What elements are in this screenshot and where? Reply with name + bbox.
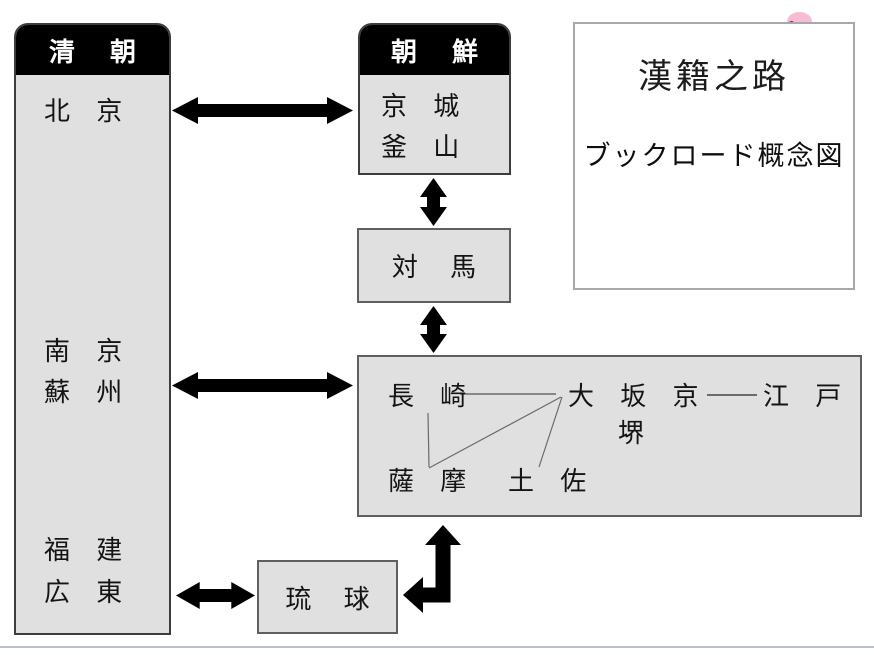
city-label-nanjing: 南 京 <box>44 337 123 367</box>
city-label-tosa: 土 佐 <box>508 467 587 497</box>
diagram-title: 漢籍之路 <box>638 57 790 97</box>
city-label-edo: 江 戸 <box>763 382 842 412</box>
city-label-keijo: 京 城 <box>381 92 460 122</box>
city-label-suzhou: 蘇 州 <box>44 378 123 408</box>
qing-dynasty-box: 清 朝 北 京 南 京 蘇 州 福 建 広 東 <box>14 23 171 635</box>
double-arrow-qing-japan <box>172 372 353 399</box>
elbow-arrow-ryukyu-japan <box>403 525 461 613</box>
double-arrow-korea-tsushima <box>420 178 447 226</box>
japan-box: 長 崎 大 坂 京 江 戸 堺 薩 摩 土 佐 <box>357 355 862 517</box>
city-label-beijing: 北 京 <box>44 97 123 127</box>
city-label-ryukyu: 琉 球 <box>285 584 370 615</box>
double-arrow-qing-korea <box>172 97 353 124</box>
ryukyu-box: 琉 球 <box>257 560 398 634</box>
city-label-guangdong: 広 東 <box>44 578 123 608</box>
tsushima-box: 対 馬 <box>357 228 511 303</box>
city-label-sakai: 堺 <box>618 419 645 449</box>
city-label-fujian: 福 建 <box>44 536 123 566</box>
double-arrow-qing-ryukyu <box>176 582 255 609</box>
footer-divider-line <box>0 646 874 648</box>
diagram-subtitle: ブックロード概念図 <box>583 141 845 172</box>
city-label-nagasaki: 長 崎 <box>388 382 467 412</box>
korea-box: 朝 鮮 京 城 釜 山 <box>358 23 511 175</box>
route-lines <box>427 393 757 469</box>
city-label-tsushima: 対 馬 <box>391 253 477 283</box>
city-label-satsuma: 薩 摩 <box>388 467 467 497</box>
city-label-osaka-kyoto: 大 坂 京 <box>568 382 699 412</box>
city-label-busan: 釜 山 <box>381 133 460 163</box>
title-box: 漢籍之路 ブックロード概念図 <box>573 22 855 290</box>
qing-header: 清 朝 <box>16 25 169 75</box>
double-arrow-tsushima-japan <box>420 306 447 353</box>
korea-header: 朝 鮮 <box>360 25 509 75</box>
